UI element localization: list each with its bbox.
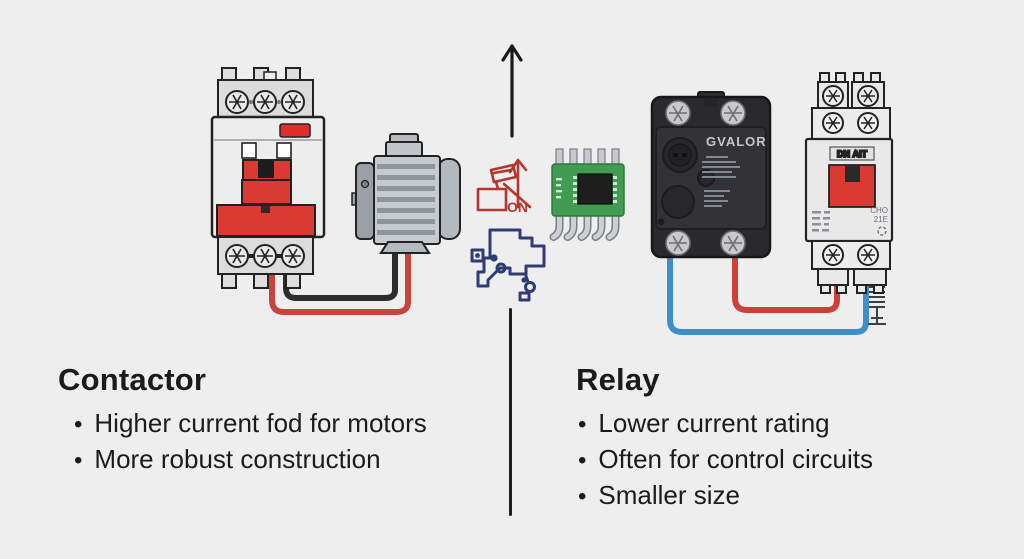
din-relay-top-terminals	[817, 72, 885, 109]
on-label: ON	[507, 199, 528, 215]
contactor-section: Contactor • Higher current fod for motor…	[58, 362, 427, 478]
relay-face-features	[657, 137, 715, 226]
bullet-text: Often for control circuits	[598, 444, 873, 474]
up-arrow-icon	[501, 44, 523, 138]
relay-illustration: GVALOR	[650, 72, 894, 335]
list-item: • Often for control circuits	[578, 442, 873, 478]
screw-icon	[665, 100, 746, 256]
relay-bullet-list: • Lower current rating • Often for contr…	[578, 406, 873, 514]
bullet-text: Higher current fod for motors	[94, 408, 427, 438]
switch-on-schematic-icon: ON	[476, 158, 532, 215]
bottom-pins	[549, 210, 620, 241]
motor-fins	[377, 164, 435, 235]
bullet-icon: •	[74, 447, 83, 474]
din-relay-model-label: DИ AIT	[837, 149, 867, 159]
contactor-top-terminals	[217, 67, 314, 118]
bullet-icon: •	[578, 411, 587, 438]
bullet-icon: •	[578, 483, 587, 510]
bullet-icon: •	[74, 411, 83, 438]
list-item: • Lower current rating	[578, 406, 873, 442]
screw-icon	[225, 244, 305, 268]
list-item: • Higher current fod for motors	[74, 406, 427, 442]
certification-icon	[877, 226, 887, 236]
screw-icon	[822, 85, 879, 107]
blue-wire	[667, 247, 869, 335]
bullet-icon: •	[578, 447, 587, 474]
contactor-motor-wires	[269, 243, 411, 315]
contactor-device	[210, 67, 326, 289]
ic-chip	[577, 173, 613, 205]
motor-illustration	[351, 133, 461, 254]
contactor-heading: Contactor	[58, 362, 207, 397]
bullet-text: Smaller size	[598, 480, 740, 510]
ic-chip-module-icon	[549, 148, 625, 241]
relay-heading: Relay	[576, 362, 660, 397]
screw-icon	[822, 112, 879, 134]
red-wire	[732, 247, 840, 313]
pcb-pads	[556, 176, 617, 203]
bullet-text: More robust construction	[94, 444, 381, 474]
contactor-bullet-list: • Higher current fod for motors • More r…	[74, 406, 427, 478]
screw-icon	[822, 244, 879, 266]
din-relay-device: DИ AIT CHO 21E	[804, 72, 894, 294]
relay-section: Relay • Lower current rating • Often for…	[576, 362, 873, 514]
list-item: • Smaller size	[578, 478, 873, 514]
din-relay-code-line1: CHO	[870, 206, 888, 215]
din-relay-bottom-terminals	[817, 268, 887, 294]
contactor-bottom-terminals	[217, 236, 314, 289]
gvalor-relay-device: GVALOR	[650, 91, 772, 259]
contactor-indicator	[279, 123, 311, 138]
circuit-trace-icon	[470, 228, 546, 302]
contactor-motor-illustration	[210, 67, 461, 315]
din-relay-rating-text	[812, 211, 830, 232]
relay-brand-label: GVALOR	[706, 134, 767, 149]
relay-wires	[667, 247, 869, 335]
din-relay-code-line2: 21E	[874, 215, 888, 224]
red-wire	[269, 245, 411, 315]
screw-icon	[225, 90, 305, 114]
bullet-text: Lower current rating	[598, 408, 830, 438]
center-divider	[509, 308, 512, 516]
relay-spec-text	[702, 156, 740, 207]
black-wire	[283, 243, 398, 301]
list-item: • More robust construction	[74, 442, 427, 478]
